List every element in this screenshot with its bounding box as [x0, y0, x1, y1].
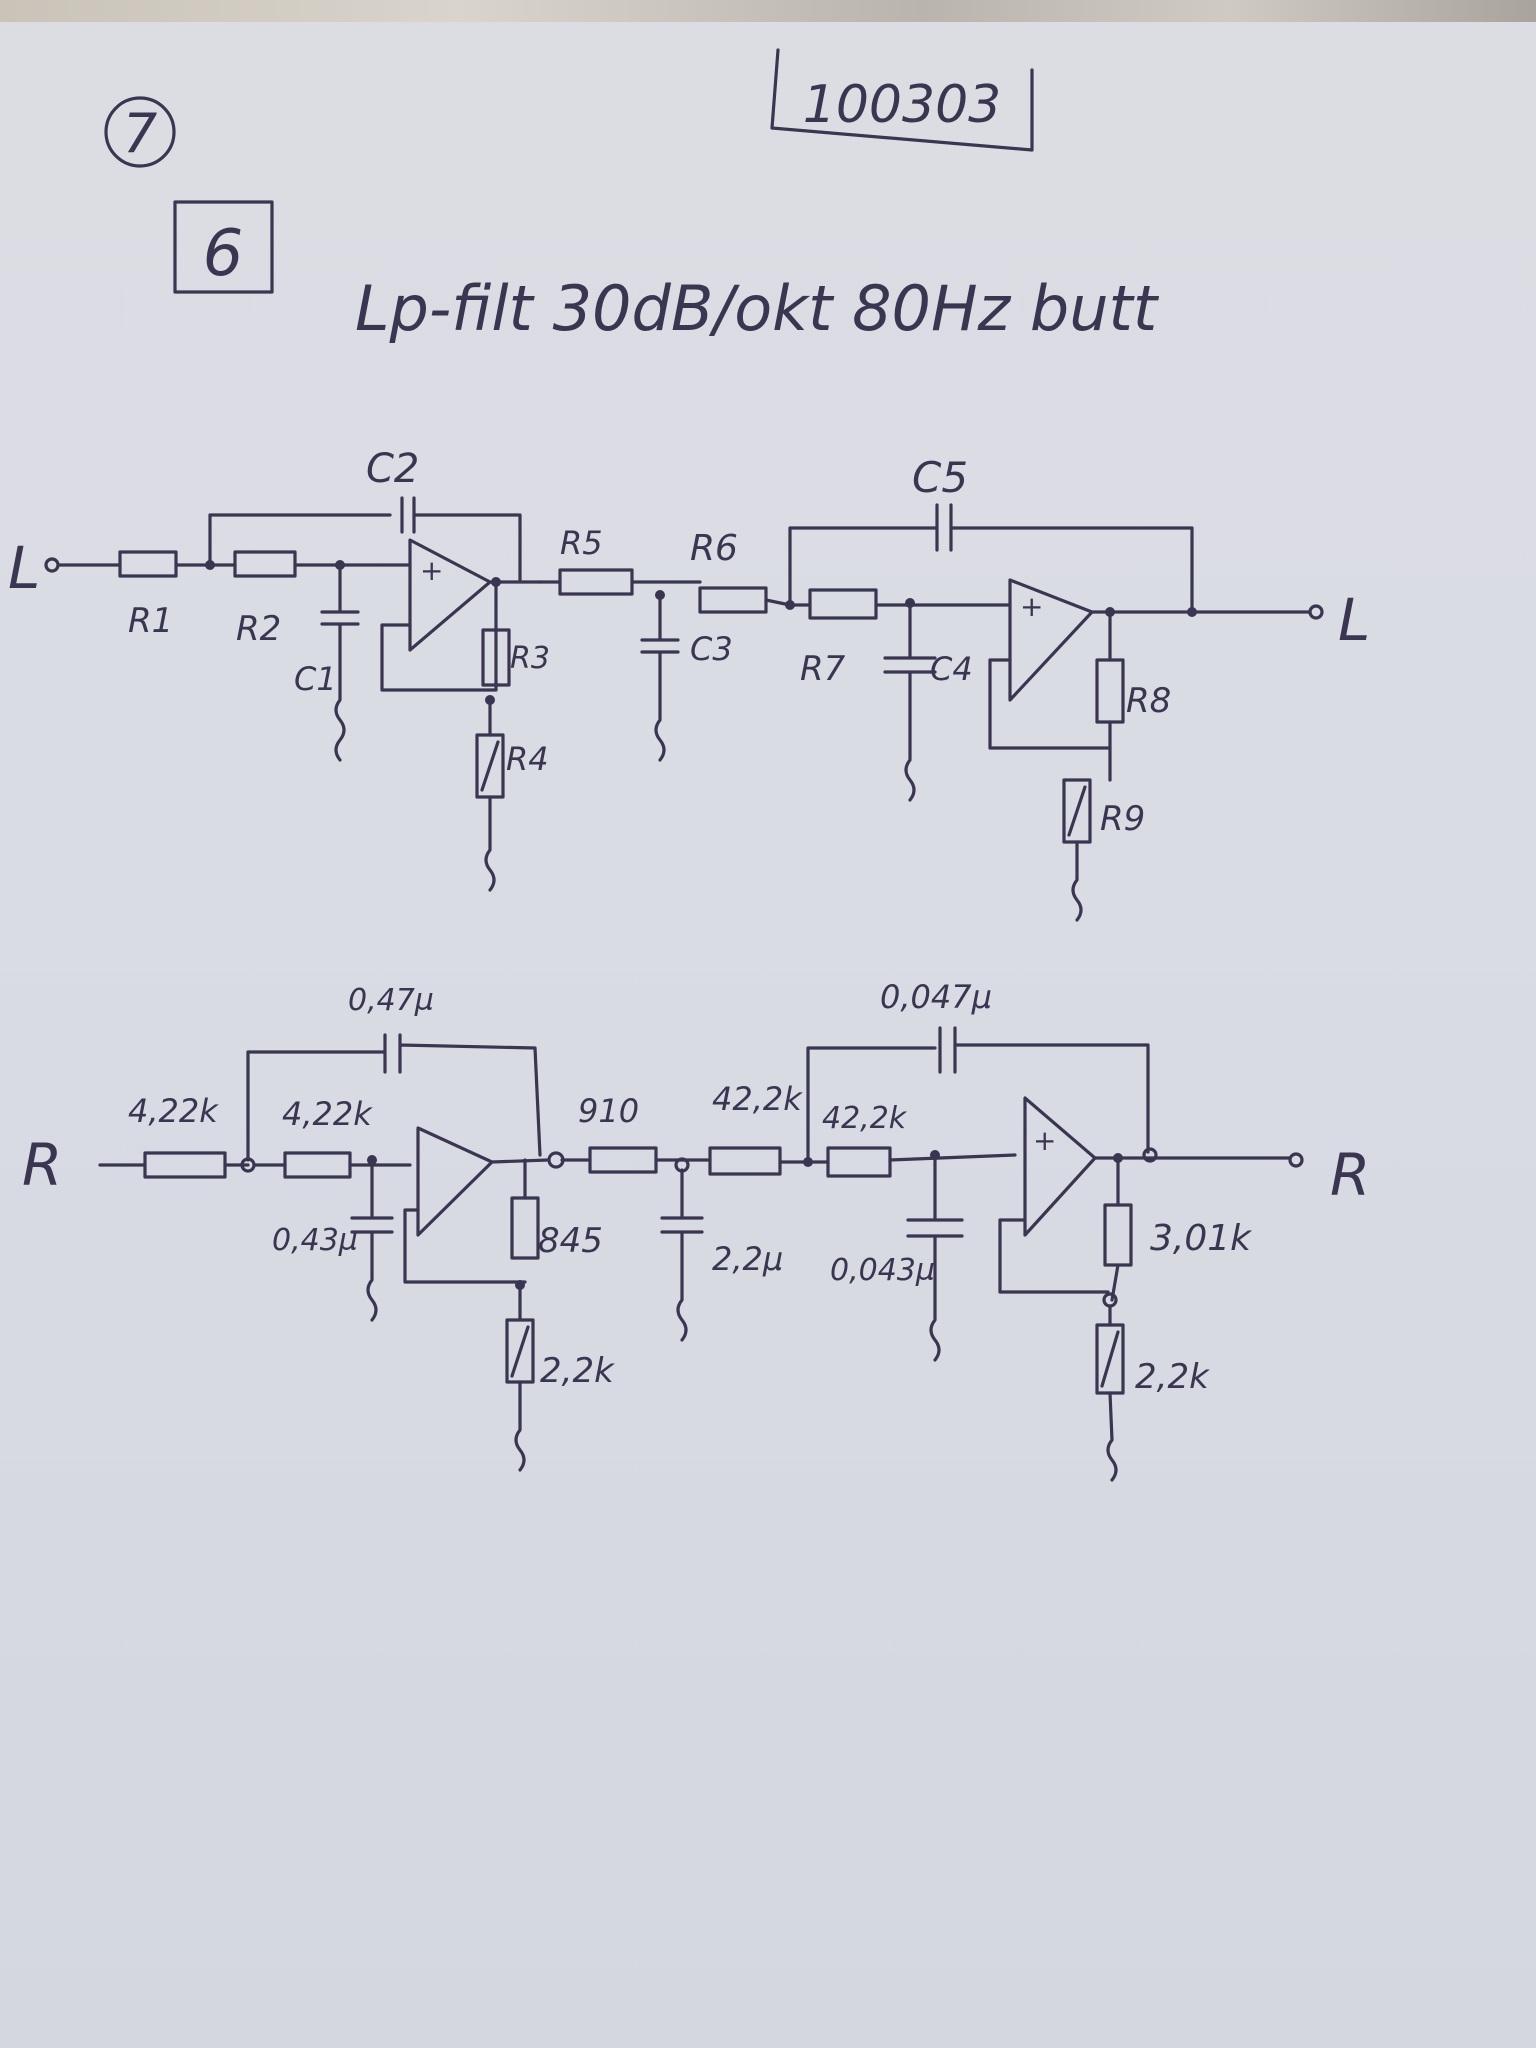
page-number-marker: 7 — [104, 96, 176, 168]
resistor-r6-value — [708, 1146, 782, 1176]
value-c3: 2,2µ — [712, 1240, 783, 1278]
value-r7: 42,2k — [822, 1101, 908, 1136]
resistor-r2 — [233, 550, 297, 578]
value-r9: 2,2k — [1135, 1357, 1210, 1397]
page-heading: Lp-filt 30dB/okt 80Hz butt — [355, 272, 1160, 345]
opamp-1 — [408, 538, 492, 652]
label-c1: C1 — [294, 660, 337, 698]
page-number: 7 — [123, 102, 157, 165]
resistor-r8-value — [1103, 1203, 1133, 1267]
opamp-2 — [1008, 578, 1094, 702]
left-input-label: L — [8, 534, 40, 602]
value-c4: 0,043µ — [830, 1253, 935, 1288]
label-r3: R3 — [510, 641, 550, 676]
label-r9: R9 — [1100, 799, 1145, 839]
left-output-label: L — [1338, 586, 1370, 654]
resistor-r7 — [808, 588, 878, 620]
label-r8: R8 — [1126, 681, 1171, 721]
resistor-r3-value — [510, 1196, 540, 1260]
resistor-r8 — [1095, 658, 1125, 724]
value-r5: 910 — [578, 1092, 639, 1130]
background-strip — [0, 0, 1536, 22]
right-output-label: R — [1330, 1141, 1370, 1209]
value-r4: 2,2k — [540, 1351, 615, 1391]
value-r1: 4,22k — [128, 1092, 219, 1130]
value-c1: 0,43µ — [272, 1223, 358, 1258]
svg-text:+: + — [420, 554, 443, 587]
label-c3: C3 — [690, 630, 733, 668]
label-r6: R6 — [690, 528, 738, 569]
opamp-4 — [1023, 1096, 1097, 1237]
label-c5: C5 — [912, 453, 968, 502]
svg-text:+: + — [1033, 1124, 1056, 1157]
value-r3: 845 — [538, 1221, 603, 1261]
label-r7: R7 — [800, 649, 846, 689]
resistor-r5 — [558, 568, 634, 596]
value-r6: 42,2k — [712, 1080, 803, 1118]
opamp-3 — [416, 1126, 494, 1237]
label-r2: R2 — [236, 609, 281, 649]
resistor-r3 — [481, 628, 511, 687]
resistor-r1-value — [143, 1151, 227, 1179]
label-c2: C2 — [366, 446, 419, 492]
resistor-r7-value — [826, 1146, 892, 1178]
value-r2: 4,22k — [282, 1095, 373, 1133]
resistor-r6 — [698, 586, 768, 614]
value-r8: 3,01k — [1150, 1218, 1253, 1259]
label-r4: R4 — [506, 740, 549, 778]
label-c4: C4 — [930, 650, 973, 688]
document-number-box: 100303 — [770, 48, 1034, 152]
right-channel-schematic: R 4,22k 4,22k 0,43µ 0,47µ 845 2,2k — [22, 978, 1370, 1482]
resistor-r1 — [118, 550, 178, 578]
value-c5: 0,047µ — [880, 978, 992, 1016]
label-r5: R5 — [560, 524, 603, 562]
section-number-box: 6 — [173, 200, 274, 294]
resistor-r2-value — [283, 1151, 352, 1179]
resistor-r5-value — [588, 1146, 658, 1174]
document-number: 100303 — [803, 75, 1002, 135]
label-r1: R1 — [128, 601, 173, 641]
left-channel-schematic: L R1 R2 C1 C2 + R3 R4 R — [8, 446, 1370, 922]
svg-text:+: + — [1020, 590, 1043, 623]
section-number: 6 — [203, 217, 244, 291]
right-input-label: R — [22, 1131, 62, 1199]
value-c2: 0,47µ — [348, 983, 434, 1018]
